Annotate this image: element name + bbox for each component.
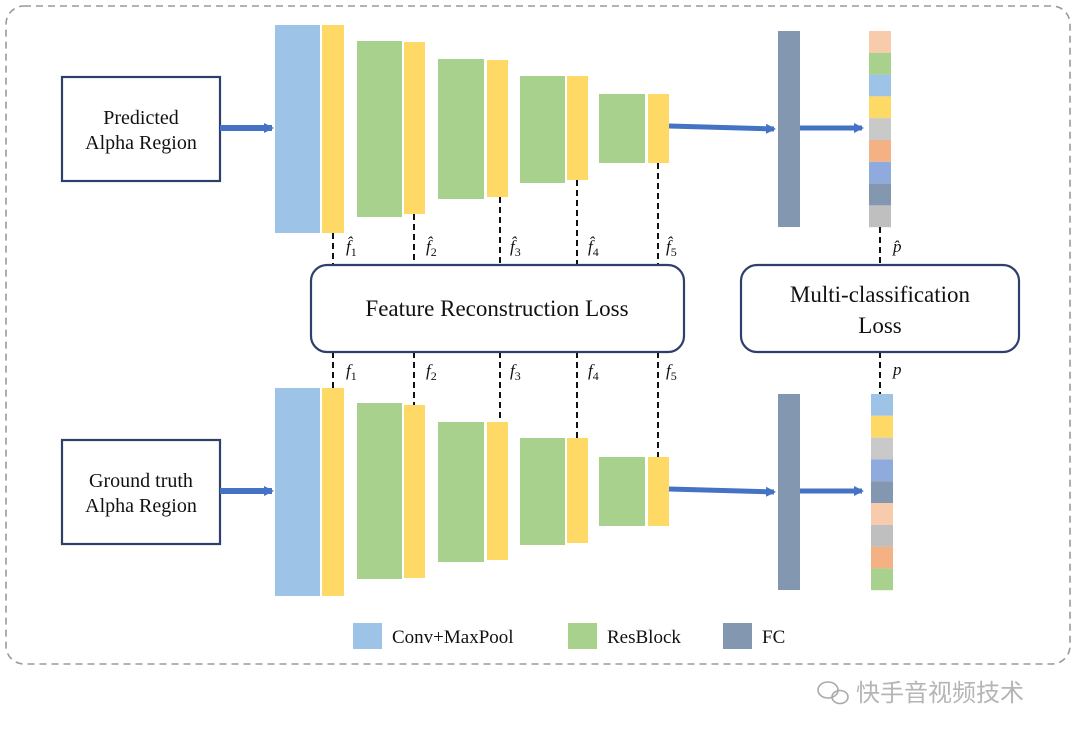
prob-top-cell-7 <box>869 161 891 184</box>
prob-bottom-cell-1 <box>871 394 893 416</box>
bottom-branch: Ground truth Alpha Region <box>60 388 893 596</box>
label-f-3: f3 <box>510 361 521 383</box>
resblock-bottom-4 <box>599 457 645 526</box>
prob-vector-top <box>869 31 891 228</box>
watermark: 快手音视频技术 <box>817 679 1024 707</box>
resblock-top-2 <box>438 59 484 199</box>
prob-bottom-cell-9 <box>871 568 893 591</box>
input-box-ground-truth <box>60 438 222 546</box>
feature-labels-bottom: f1 f2 f3 f4 f5 p <box>346 360 902 383</box>
fc-layer-bottom <box>778 394 800 590</box>
resblock-bottom-2 <box>438 422 484 562</box>
prob-top-cell-1 <box>869 31 891 53</box>
prob-top-cell-6 <box>869 140 891 162</box>
label-f-5: f5 <box>666 361 677 383</box>
legend-swatch-fc <box>723 623 752 649</box>
prob-top-cell-4 <box>869 96 891 119</box>
prob-top-cell-9 <box>869 205 891 228</box>
multi-class-loss-line1: Multi-classification <box>790 282 971 307</box>
legend-swatch-resblock <box>568 623 597 649</box>
feature-loss-label: Feature Reconstruction Loss <box>365 296 628 321</box>
legend-label-fc: FC <box>762 627 785 648</box>
feature-block-top-5 <box>648 94 669 163</box>
label-p: p <box>892 360 902 379</box>
prob-top-cell-2 <box>869 52 891 75</box>
label-f-2: f2 <box>426 361 437 383</box>
feature-labels-top: f̂1 f̂2 f̂3 f̂4 f̂5 p̂ <box>346 236 902 259</box>
prob-bottom-cell-4 <box>871 459 893 482</box>
prob-top-cell-3 <box>869 74 891 97</box>
feature-block-bottom-2 <box>404 405 425 578</box>
prob-top-cell-8 <box>869 183 891 206</box>
resblock-bottom-1 <box>357 403 402 579</box>
feature-block-bottom-4 <box>567 438 588 543</box>
resblock-top-4 <box>599 94 645 163</box>
label-fhat-2: f̂2 <box>426 236 437 259</box>
input-ground-truth-line2: Alpha Region <box>85 495 197 517</box>
feature-block-bottom-3 <box>487 422 508 560</box>
prob-bottom-cell-6 <box>871 503 893 525</box>
resblock-top-1 <box>357 41 402 217</box>
prob-bottom-cell-5 <box>871 481 893 503</box>
label-fhat-1: f̂1 <box>346 236 357 259</box>
resblock-top-3 <box>520 76 565 183</box>
label-fhat-3: f̂3 <box>510 236 521 259</box>
legend-label-resblock: ResBlock <box>607 627 681 648</box>
label-f-1: f1 <box>346 361 357 383</box>
multi-class-loss-line2: Loss <box>858 313 902 338</box>
arrow-to-fc-top <box>668 123 776 134</box>
feature-block-bottom-5 <box>648 457 669 526</box>
feature-loss-box <box>309 263 686 354</box>
prob-bottom-cell-3 <box>871 437 893 460</box>
label-f-4: f4 <box>588 361 599 383</box>
legend-swatch-conv <box>353 623 382 649</box>
feature-block-bottom-1 <box>322 388 344 596</box>
feature-connectors <box>332 163 881 457</box>
arrow-to-fc-bottom <box>668 486 776 497</box>
prob-bottom-cell-8 <box>871 546 893 569</box>
prob-bottom-cell-7 <box>871 524 893 547</box>
feature-block-top-3 <box>487 60 508 197</box>
legend-label-conv: Conv+MaxPool <box>392 627 514 648</box>
label-fhat-4: f̂4 <box>588 236 599 259</box>
legend: Conv+MaxPool ResBlock FC <box>353 623 785 649</box>
input-predicted-line1: Predicted <box>103 107 179 129</box>
feature-block-top-1 <box>322 25 344 233</box>
wechat-icon <box>817 681 849 705</box>
outer-frame <box>5 5 1071 665</box>
multi-class-loss-box <box>739 263 1021 354</box>
prob-bottom-cell-2 <box>871 415 893 438</box>
top-branch: Predicted Alpha Region <box>60 25 891 233</box>
conv-block-top <box>275 25 320 233</box>
watermark-text: 快手音视频技术 <box>856 679 1024 707</box>
prob-vector-bottom <box>871 394 893 591</box>
input-ground-truth-line1: Ground truth <box>89 470 193 492</box>
label-phat: p̂ <box>892 237 902 256</box>
fc-layer-top <box>778 31 800 227</box>
feature-block-top-2 <box>404 42 425 214</box>
input-box-predicted <box>60 75 222 183</box>
conv-block-bottom <box>275 388 320 596</box>
prob-top-cell-5 <box>869 118 891 140</box>
input-predicted-line2: Alpha Region <box>85 132 197 154</box>
resblock-bottom-3 <box>520 438 565 545</box>
label-fhat-5: f̂5 <box>666 236 677 259</box>
feature-block-top-4 <box>567 76 588 180</box>
